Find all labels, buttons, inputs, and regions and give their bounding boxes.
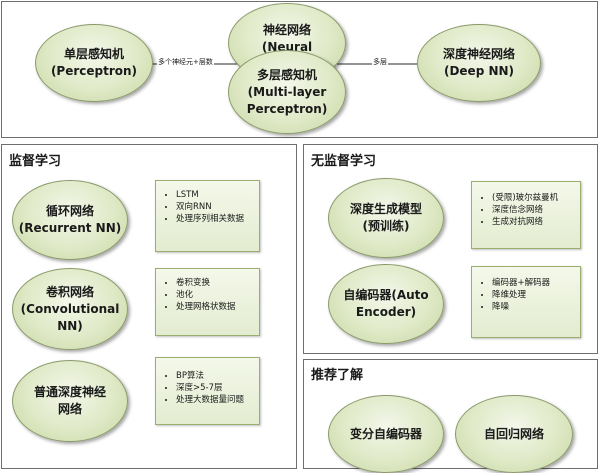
deep-nn-basic-point: 处理大数据量问题 — [176, 394, 253, 406]
cnn-node: 卷积网络 (Convolutional NN) — [12, 268, 128, 350]
cnn-label-en-1: (Convolutional — [20, 301, 120, 316]
cnn-point: 处理网格状数据 — [176, 301, 253, 313]
cnn-point: 池化 — [176, 289, 253, 301]
deep-generative-point: 生成对抗网络 — [492, 216, 574, 228]
deep-nn-basic-point: BP算法 — [176, 370, 253, 382]
edge-label-neurons-layers: 多个神经元+层数 — [157, 57, 214, 67]
mlp-label-en-1: (Multi-layer — [247, 84, 327, 99]
cnn-point: 卷积变换 — [176, 277, 253, 289]
deep-nn-basic-point: 深度>5-7层 — [176, 382, 253, 394]
vae-label: 变分自编码器 — [349, 426, 422, 441]
rnn-point: 双向RNN — [176, 201, 253, 213]
autoencoder-details: 编码器+解码器 降维处理 降噪 — [471, 266, 581, 338]
deep-generative-point: 深度信念网络 — [492, 204, 574, 216]
unsupervised-title: 无监督学习 — [311, 154, 377, 169]
autoencoder-label-2: Encoder) — [355, 305, 417, 319]
deep-nn-node: 深度神经网络 (Deep NN) — [417, 24, 541, 102]
rnn-label-zh: 循环网络 — [45, 204, 94, 218]
mlp-label-en-2: Perceptron) — [246, 101, 328, 116]
neural-network-label-zh: 神经网络 — [262, 23, 311, 37]
perceptron-node: 单层感知机 (Perceptron) — [35, 24, 153, 102]
mlp-label-zh: 多层感知机 — [256, 67, 317, 82]
deep-generative-point: (受限)玻尔兹曼机 — [492, 192, 574, 204]
perceptron-label-en: (Perceptron) — [50, 64, 138, 78]
supervised-title: 监督学习 — [9, 154, 62, 169]
rnn-label-en: (Recurrent NN) — [18, 221, 122, 235]
autoencoder-point: 降维处理 — [492, 289, 574, 301]
deep-nn-basic-label-2: 网络 — [57, 402, 82, 416]
perceptron-label-zh: 单层感知机 — [63, 47, 124, 61]
rnn-point: LSTM — [176, 189, 253, 201]
autoencoder-label-1: 自编码器(Auto — [343, 288, 429, 302]
deep-generative-label-1: 深度生成模型 — [349, 202, 422, 216]
deep-nn-basic-details: BP算法 深度>5-7层 处理大数据量问题 — [155, 357, 260, 425]
rnn-node: 循环网络 (Recurrent NN) — [12, 180, 128, 260]
autoregressive-label: 自回归网络 — [483, 426, 544, 441]
cnn-label-zh: 卷积网络 — [45, 284, 94, 299]
deep-generative-details: (受限)玻尔兹曼机 深度信念网络 生成对抗网络 — [471, 181, 581, 249]
deep-nn-label-zh: 深度神经网络 — [442, 47, 515, 61]
vae-node: 变分自编码器 — [328, 395, 444, 473]
autoencoder-point: 编码器+解码器 — [492, 277, 574, 289]
deep-generative-node: 深度生成模型 (预训练) — [328, 178, 444, 258]
cnn-details: 卷积变换 池化 处理网格状数据 — [155, 268, 260, 336]
rnn-point: 处理序列相关数据 — [176, 213, 253, 225]
deep-generative-label-2: (预训练) — [362, 219, 410, 233]
autoregressive-node: 自回归网络 — [455, 395, 573, 473]
deep-nn-basic-label-1: 普通深度神经 — [33, 385, 106, 399]
recommended-title: 推荐了解 — [311, 368, 364, 383]
autoencoder-node: 自编码器(Auto Encoder) — [328, 264, 444, 344]
edge-label-multilayer: 多层 — [372, 57, 388, 67]
cnn-label-en-2: NN) — [57, 318, 83, 333]
rnn-details: LSTM 双向RNN 处理序列相关数据 — [155, 180, 260, 252]
deep-nn-label-en: (Deep NN) — [443, 64, 515, 78]
autoencoder-point: 降噪 — [492, 301, 574, 313]
mlp-node: 多层感知机 (Multi-layer Perceptron) — [228, 50, 346, 134]
deep-nn-basic-node: 普通深度神经 网络 — [12, 360, 128, 442]
